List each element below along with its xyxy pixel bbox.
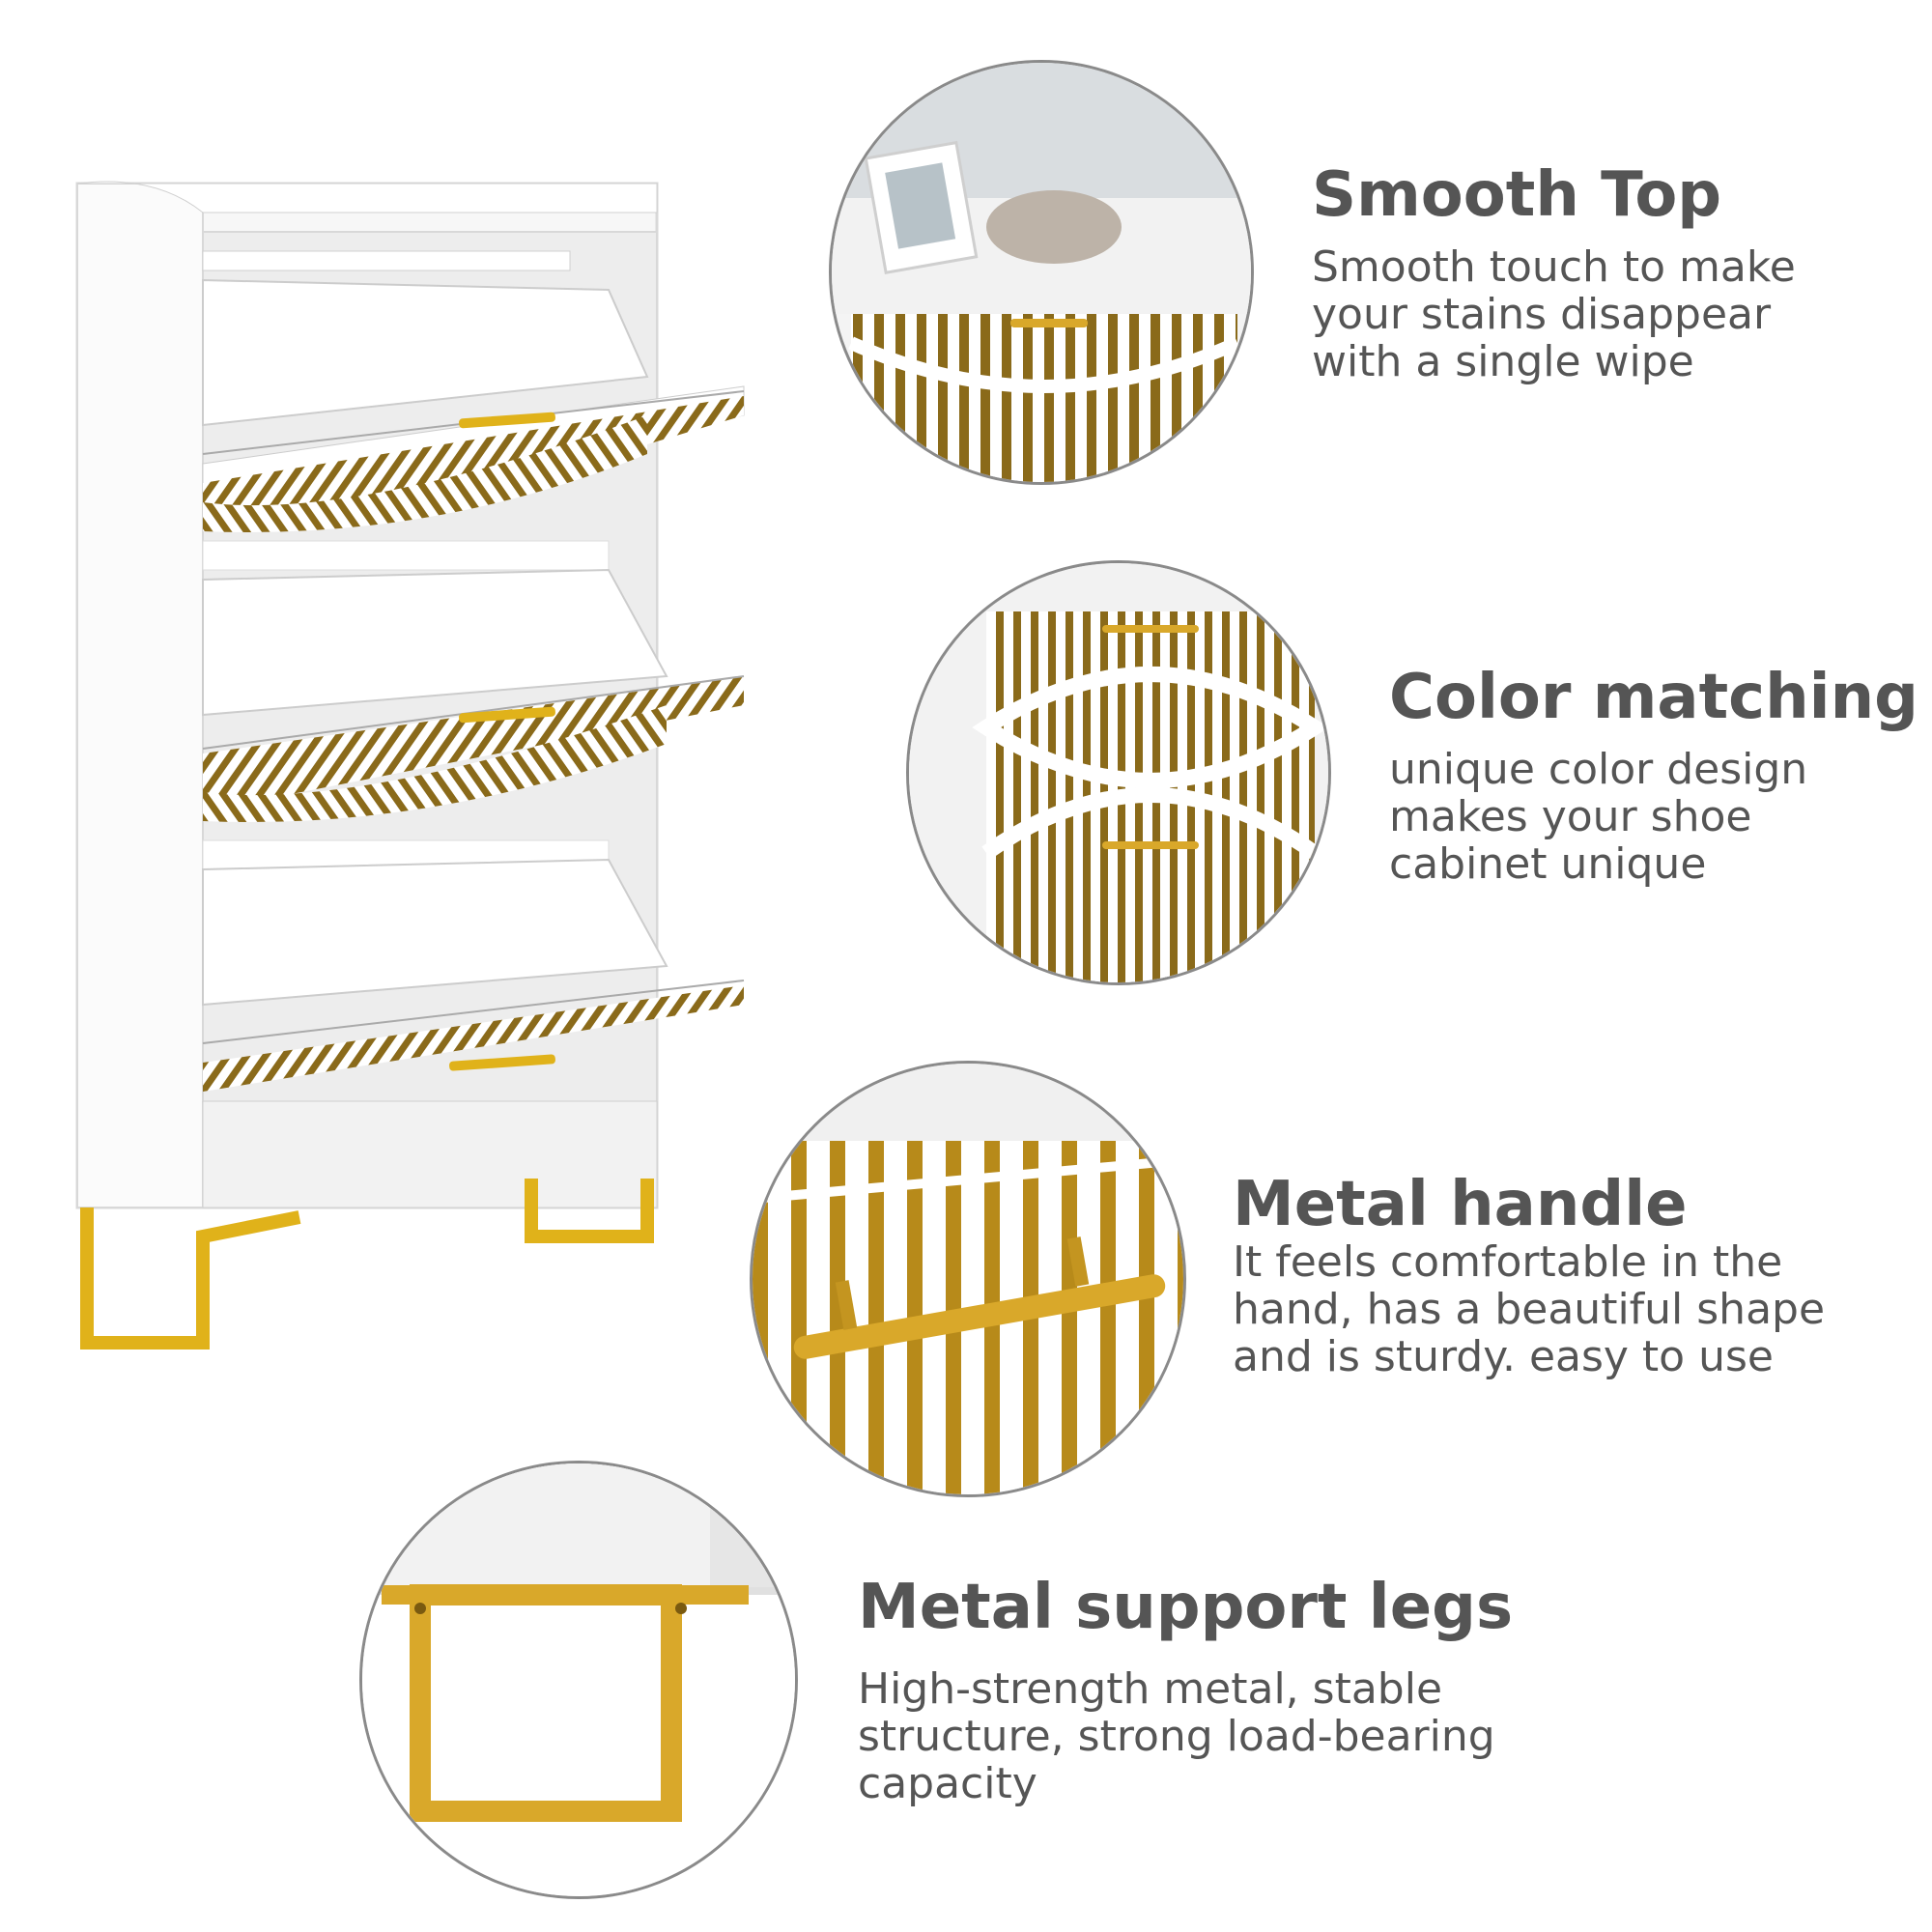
drawer-3 bbox=[202, 839, 745, 1092]
feature-line: cabinet unique bbox=[1389, 839, 1707, 889]
metal-legs-drawing bbox=[362, 1463, 795, 1896]
feature-title-smooth-top: Smooth Top bbox=[1312, 159, 1722, 231]
feature-title-metal-support-legs: Metal support legs bbox=[858, 1572, 1514, 1643]
metal-handle-detail-image bbox=[750, 1061, 1186, 1497]
feature-line: and is sturdy. easy to use bbox=[1233, 1332, 1774, 1381]
feature-description-smooth-top: Smooth touch to make your stains disappe… bbox=[1312, 243, 1796, 385]
feature-line: structure, strong load-bearing bbox=[858, 1712, 1495, 1761]
color-matching-detail-image bbox=[906, 560, 1331, 985]
feature-line: hand, has a beautiful shape bbox=[1233, 1285, 1826, 1334]
feature-title-metal-handle: Metal handle bbox=[1233, 1169, 1688, 1240]
drawer-2 bbox=[202, 540, 745, 822]
shoe-cabinet-image bbox=[68, 174, 763, 1352]
color-matching-drawing bbox=[909, 563, 1328, 982]
cabinet-legs bbox=[80, 1179, 654, 1350]
feature-line: your stains disappear bbox=[1312, 290, 1772, 339]
feature-description-metal-handle: It feels comfortable in the hand, has a … bbox=[1233, 1238, 1825, 1380]
feature-title-color-matching: Color matching bbox=[1389, 662, 1918, 733]
drawer-1 bbox=[202, 278, 745, 532]
feature-line: unique color design bbox=[1389, 745, 1808, 794]
feature-line: It feels comfortable in the bbox=[1233, 1237, 1783, 1287]
shoe-cabinet-drawing bbox=[75, 181, 745, 1350]
feature-line: High-strength metal, stable bbox=[858, 1664, 1443, 1714]
smooth-top-detail-image bbox=[829, 60, 1254, 485]
metal-handle-drawing bbox=[753, 1064, 1183, 1494]
smooth-top-drawing bbox=[832, 63, 1251, 482]
feature-line: with a single wipe bbox=[1312, 337, 1694, 386]
feature-description-metal-support-legs: High-strength metal, stable structure, s… bbox=[858, 1665, 1495, 1807]
feature-line: capacity bbox=[858, 1759, 1037, 1808]
feature-line: Smooth touch to make bbox=[1312, 242, 1796, 292]
feature-description-color-matching: unique color design makes your shoe cabi… bbox=[1389, 746, 1807, 888]
feature-line: makes your shoe bbox=[1389, 792, 1752, 841]
metal-legs-detail-image bbox=[359, 1461, 798, 1899]
